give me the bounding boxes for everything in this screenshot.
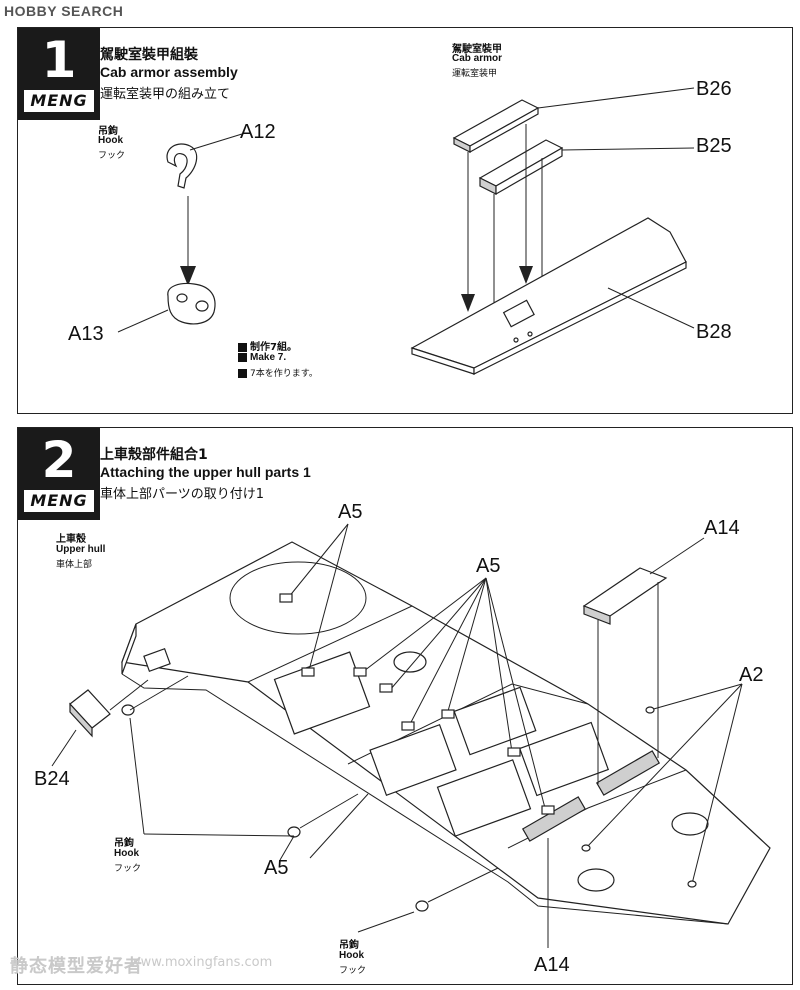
step1-hook-label-en: Hook	[98, 135, 123, 146]
step1-make-note-cn: 制作7組。	[238, 338, 297, 353]
a2-leader-lines	[581, 683, 743, 888]
step2-title-en: Attaching the upper hull parts 1	[100, 464, 311, 480]
step2-hook1-label-en: Hook	[114, 848, 139, 859]
step2-panel: 2 MENG 上車殼部件組合1 Attaching the upper hull…	[17, 427, 793, 985]
step2-hull-label-jp: 車体上部	[56, 560, 93, 570]
step1-make-icon-en	[238, 352, 247, 362]
part-label-a5-bottom: A5	[264, 857, 289, 879]
hook-a12-drawing	[166, 133, 243, 189]
part-label-b28: B28	[696, 321, 732, 343]
step1-number: 1	[41, 31, 77, 89]
cab-plate-b28-drawing	[410, 217, 695, 375]
step2-hook2-label-jp: フック	[339, 966, 367, 976]
step1-make-icon	[238, 342, 247, 352]
step1-cab-label-jp: 運転室装甲	[452, 69, 498, 79]
step1-cab-label-en: Cab armor	[452, 53, 503, 64]
step1-brand-logo: MENG	[24, 90, 94, 112]
step1-diagram	[117, 87, 695, 375]
step2-hook2-label-en: Hook	[339, 950, 364, 961]
step2-hook1-label-cn: 吊鉤	[114, 838, 134, 849]
cab-armor-b25-drawing	[478, 139, 695, 196]
hook-a5-bottom-drawing	[143, 793, 369, 861]
down-arrow-icon	[180, 266, 196, 286]
cab-armor-b26-drawing	[452, 87, 695, 154]
hook-bottom-drawing	[357, 867, 499, 933]
part-label-a5-top: A5	[338, 501, 363, 523]
part-label-b24: B24	[34, 768, 70, 790]
base-a13-drawing	[117, 282, 216, 333]
step1-make-cn: 制作7組。	[250, 342, 297, 353]
step1-hook-label-jp: フック	[98, 151, 126, 161]
step2-diagram	[51, 523, 771, 948]
down-arrow-icon	[519, 266, 533, 284]
part-label-b25: B25	[696, 135, 732, 157]
part-label-a13: A13	[68, 323, 104, 345]
step2-brand-logo: MENG	[24, 490, 94, 512]
a5-leader-lines	[279, 523, 555, 815]
site-watermark: 静态模型爱好者	[10, 956, 143, 977]
step1-panel: 1 MENG 駕駛室裝甲組裝 Cab armor assembly 運転室装甲の…	[17, 27, 793, 414]
step2-badge: 2 MENG	[18, 428, 100, 520]
hobby-search-logo: HOBBY SEARCH	[4, 3, 124, 19]
part-b24-drawing	[51, 679, 149, 767]
step1-hook-label-cn: 吊鉤	[98, 126, 118, 137]
down-arrow-icon	[461, 294, 475, 312]
part-label-a2: A2	[739, 664, 764, 686]
step2-title-cn: 上車殼部件組合1	[100, 447, 208, 463]
part-label-b26: B26	[696, 78, 732, 100]
step1-make-icon-jp	[238, 369, 247, 378]
part-label-a5-mid: A5	[476, 555, 501, 577]
step1-title-cn: 駕駛室裝甲組裝	[100, 47, 198, 63]
step1-make-note-en: Make 7.	[238, 352, 286, 363]
step1-make-note-jp: 7本を作ります。	[238, 366, 318, 379]
step1-title-en: Cab armor assembly	[100, 64, 238, 80]
step1-cab-label-cn: 駕駛室裝甲	[452, 44, 502, 55]
a14-top-drawing	[582, 537, 705, 784]
upper-hull-drawing	[121, 541, 771, 925]
step2-title-jp: 車体上部パーツの取り付け1	[100, 487, 265, 502]
hook-left-drawing	[121, 675, 189, 835]
step1-make-jp: 7本を作ります。	[250, 369, 318, 379]
step1-badge: 1 MENG	[18, 28, 100, 120]
step2-number: 2	[41, 431, 77, 489]
part-label-a14-bottom: A14	[534, 954, 570, 976]
step2-hull-label-cn: 上車殼	[56, 534, 86, 545]
step1-title-jp: 運転室装甲の組み立て	[100, 87, 231, 102]
part-label-a14-top: A14	[704, 517, 740, 539]
site-watermark-url: www.moxingfans.com	[130, 955, 273, 970]
step2-hook1-label-jp: フック	[114, 864, 142, 874]
step2-hull-label-en: Upper hull	[56, 544, 106, 555]
step1-make-en: Make 7.	[250, 352, 287, 363]
part-label-a12: A12	[240, 121, 276, 143]
step2-hook2-label-cn: 吊鉤	[339, 940, 359, 951]
